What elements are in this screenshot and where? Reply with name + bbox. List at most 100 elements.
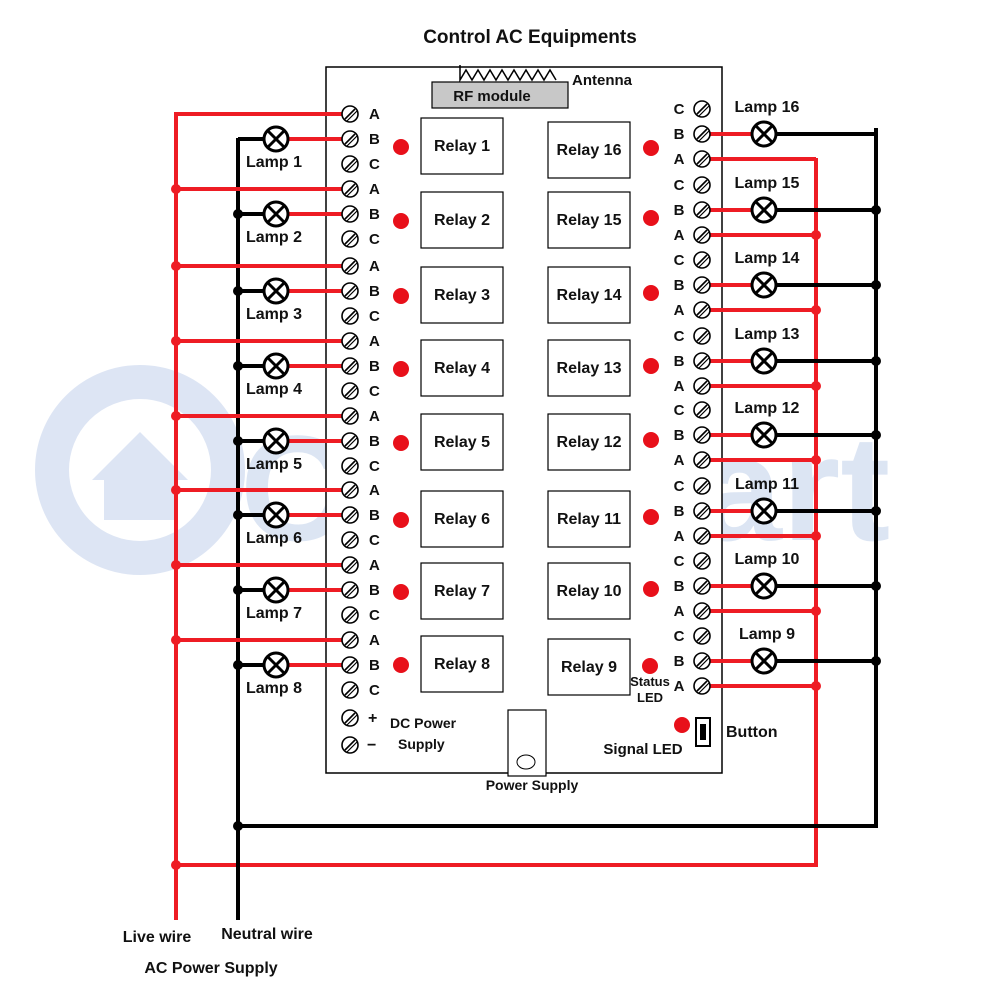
relay-label: Relay 2 xyxy=(434,212,490,229)
terminal-screw-icon xyxy=(693,327,711,345)
terminal-screw-icon xyxy=(693,176,711,194)
terminal-label-b: B xyxy=(369,283,380,300)
button-label: Button xyxy=(726,724,778,741)
relay-label: Relay 5 xyxy=(434,434,490,451)
relay-label: Relay 6 xyxy=(434,511,490,528)
terminal-screw-icon xyxy=(693,352,711,370)
antenna: Antenna xyxy=(459,65,633,89)
power-jack-hole-icon xyxy=(516,754,536,770)
terminal-screw-icon xyxy=(693,377,711,395)
status-led-label-line2: LED xyxy=(637,690,663,705)
relay-led-icon xyxy=(393,288,409,304)
terminal-screw-icon xyxy=(341,581,359,599)
terminal-screw-icon xyxy=(693,602,711,620)
terminal-label-a: A xyxy=(369,258,380,275)
terminal-screw-icon xyxy=(693,451,711,469)
relay-box xyxy=(547,638,631,696)
power-supply-jack: Power Supply xyxy=(486,709,578,793)
terminal-label-a: A xyxy=(674,678,685,695)
terminal-label-a: A xyxy=(674,227,685,244)
relay-led-icon xyxy=(393,512,409,528)
wire-junction xyxy=(233,361,243,371)
dc-power-terminals: + − DC Power Supply xyxy=(341,709,457,754)
controller-board xyxy=(325,66,723,774)
relay-led-icon xyxy=(643,509,659,525)
terminal-label-b: B xyxy=(369,358,380,375)
terminal-label-a: A xyxy=(369,333,380,350)
terminal-screw-icon xyxy=(341,230,359,248)
terminal-label-a: A xyxy=(674,603,685,620)
wire-junction xyxy=(171,411,181,421)
wire-junction xyxy=(871,581,881,591)
relay-led-icon xyxy=(643,358,659,374)
lamp-label: Lamp 9 xyxy=(739,626,795,643)
terminal-label-c: C xyxy=(369,308,380,325)
terminal-screw-icon xyxy=(693,577,711,595)
lamp-label: Lamp 16 xyxy=(735,99,800,116)
wire-junction xyxy=(171,336,181,346)
terminal-screw-icon xyxy=(341,257,359,275)
relay-box xyxy=(420,635,504,693)
lamp-icon xyxy=(262,200,290,228)
relay-box xyxy=(420,266,504,324)
wire-junction xyxy=(871,506,881,516)
terminal-label-b: B xyxy=(674,202,685,219)
wire-junction xyxy=(871,280,881,290)
wire-junction xyxy=(811,606,821,616)
wire-junction xyxy=(171,485,181,495)
terminal-screw-icon xyxy=(693,627,711,645)
terminal-screw-icon xyxy=(693,401,711,419)
terminal-label-c: C xyxy=(369,231,380,248)
lamp-label: Lamp 1 xyxy=(246,154,302,171)
relay-led-icon xyxy=(643,285,659,301)
wiring xyxy=(171,112,881,920)
terminal-label-b: B xyxy=(674,277,685,294)
lamp-label: Lamp 11 xyxy=(735,476,799,493)
lamp-label: Lamp 15 xyxy=(735,175,800,192)
lamp-label: Lamp 12 xyxy=(735,400,800,417)
relay-box xyxy=(547,490,631,548)
lamp-icon xyxy=(750,271,778,299)
status-led-label-line1: Status xyxy=(630,674,670,689)
lamp-icon xyxy=(262,277,290,305)
antenna-coil xyxy=(459,65,557,83)
terminal-screw-icon xyxy=(341,681,359,699)
power-jack-body xyxy=(507,709,547,777)
lamp-label: Lamp 13 xyxy=(735,326,800,343)
dc-minus-label: − xyxy=(367,737,376,754)
neutral-wire-label: Neutral wire xyxy=(221,926,313,943)
lamp-icon xyxy=(262,352,290,380)
relay-label: Relay 7 xyxy=(434,583,490,600)
lamp-icon xyxy=(750,572,778,600)
relay-led-icon xyxy=(643,432,659,448)
relay-label: Relay 10 xyxy=(557,583,622,600)
wire-junction xyxy=(233,209,243,219)
terminal-screw-icon xyxy=(341,282,359,300)
relay-led-icon xyxy=(393,213,409,229)
terminal-label-c: C xyxy=(369,532,380,549)
signal-led-label: Signal LED xyxy=(603,741,682,758)
wire-junction xyxy=(871,430,881,440)
wire-junction xyxy=(811,681,821,691)
relay-label: Relay 3 xyxy=(434,287,490,304)
terminal-screw-icon xyxy=(341,307,359,325)
terminal-label-a: A xyxy=(369,181,380,198)
terminal-label-b: B xyxy=(369,131,380,148)
relay-box xyxy=(547,266,631,324)
terminal-label-b: B xyxy=(674,126,685,143)
terminal-label-b: B xyxy=(369,657,380,674)
learn-button[interactable]: Button xyxy=(695,717,778,747)
relay-label: Relay 14 xyxy=(557,287,622,304)
lamp-icon xyxy=(750,497,778,525)
terminal-label-b: B xyxy=(369,582,380,599)
terminal-label-b: B xyxy=(674,427,685,444)
terminal-label-a: A xyxy=(674,378,685,395)
terminal-screw-icon xyxy=(693,150,711,168)
wire-junction xyxy=(811,230,821,240)
